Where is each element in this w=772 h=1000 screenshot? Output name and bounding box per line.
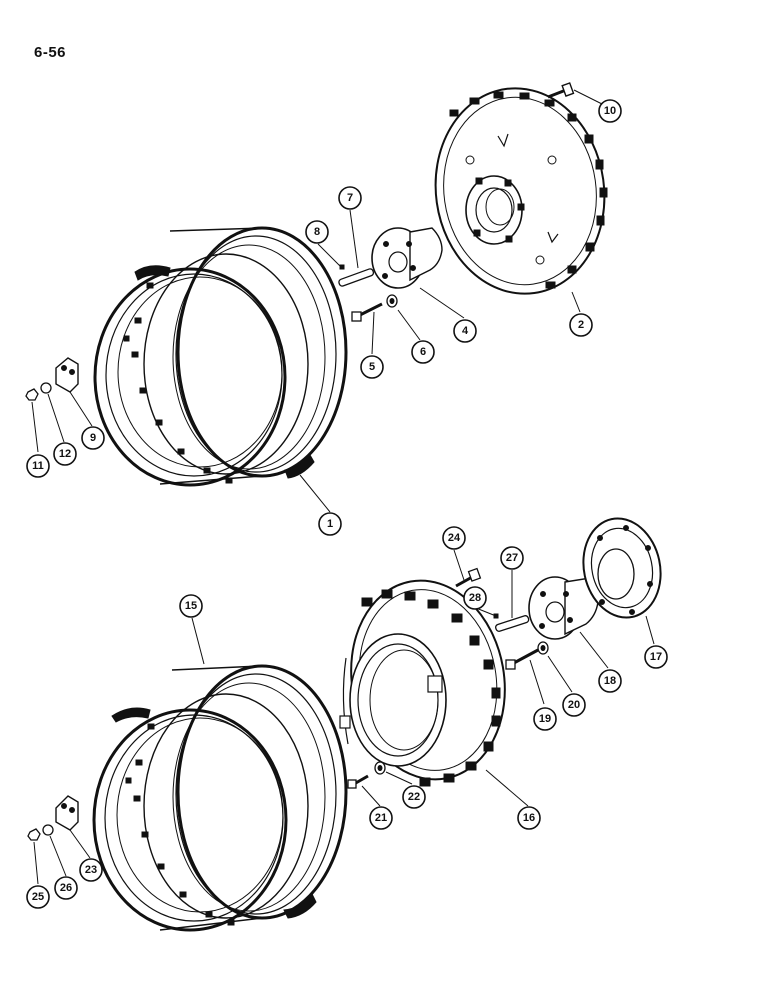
callout-27: 27 [500,546,524,570]
bolt-5 [351,302,383,322]
wheel-disc-upper [434,87,608,295]
bolt-10 [547,82,575,99]
nut-25 [27,828,41,841]
callout-6: 6 [411,340,435,364]
bolt-19 [505,648,539,670]
callout-20: 20 [562,693,586,717]
callout-23-label: 23 [85,864,97,876]
leader-lines [31,89,655,885]
key-27 [495,615,530,632]
callout-26-label: 26 [60,882,72,894]
bolt-24 [455,567,482,588]
hub-upper [371,227,443,289]
callout-9: 9 [81,426,105,450]
callout-7: 7 [338,186,362,210]
washer-20 [537,641,549,655]
callout-10-label: 10 [604,105,616,117]
key-7 [338,268,375,287]
callout-25: 25 [26,885,50,909]
callout-4: 4 [453,319,477,343]
callout-16-label: 16 [523,812,535,824]
callout-18-label: 18 [604,675,616,687]
callout-10: 10 [598,99,622,123]
callout-15: 15 [179,594,203,618]
callout-4-label: 4 [462,325,469,337]
callout-17-label: 17 [650,651,662,663]
bolt-21 [347,774,369,789]
callout-8: 8 [305,220,329,244]
adapter-17 [582,517,662,619]
callout-9-label: 9 [90,432,96,444]
washer-22 [374,761,386,775]
callout-11: 11 [26,454,50,478]
rim-upper [93,226,348,487]
callout-5: 5 [360,355,384,379]
callout-28-label: 28 [469,592,481,604]
callout-28: 28 [463,586,487,610]
nut-11 [25,388,39,401]
callout-19-label: 19 [539,713,551,725]
clamp-23 [55,795,79,831]
wheel-center-lower [339,579,506,787]
callout-5-label: 5 [369,361,375,373]
callout-8-label: 8 [314,226,320,238]
callout-6-label: 6 [420,346,426,358]
washer-12 [40,382,52,394]
callout-24: 24 [442,526,466,550]
washer-6 [386,294,398,308]
callout-12-label: 12 [59,448,71,460]
callout-18: 18 [598,669,622,693]
callout-25-label: 25 [32,891,44,903]
clamp-9 [55,357,79,393]
callout-15-label: 15 [185,600,197,612]
callout-2-label: 2 [578,319,584,331]
callout-1-label: 1 [327,518,333,530]
page-number: 6-56 [34,44,67,61]
callout-7-label: 7 [347,192,353,204]
callout-21: 21 [369,806,393,830]
callout-2: 2 [569,313,593,337]
callout-12: 12 [53,442,77,466]
washer-26 [42,824,54,836]
callout-23: 23 [79,858,103,882]
callout-11-label: 11 [32,460,44,472]
callout-26: 26 [54,876,78,900]
callout-22: 22 [402,785,426,809]
callout-20-label: 20 [568,699,580,711]
callout-27-label: 27 [506,552,518,564]
callout-1: 1 [318,512,342,536]
callout-16: 16 [517,806,541,830]
pin-8 [339,264,345,270]
callout-24-label: 24 [448,532,461,544]
callout-22-label: 22 [408,791,420,803]
callout-21-label: 21 [375,812,387,824]
rim-lower [92,664,348,932]
callout-17: 17 [644,645,668,669]
callout-19: 19 [533,707,557,731]
